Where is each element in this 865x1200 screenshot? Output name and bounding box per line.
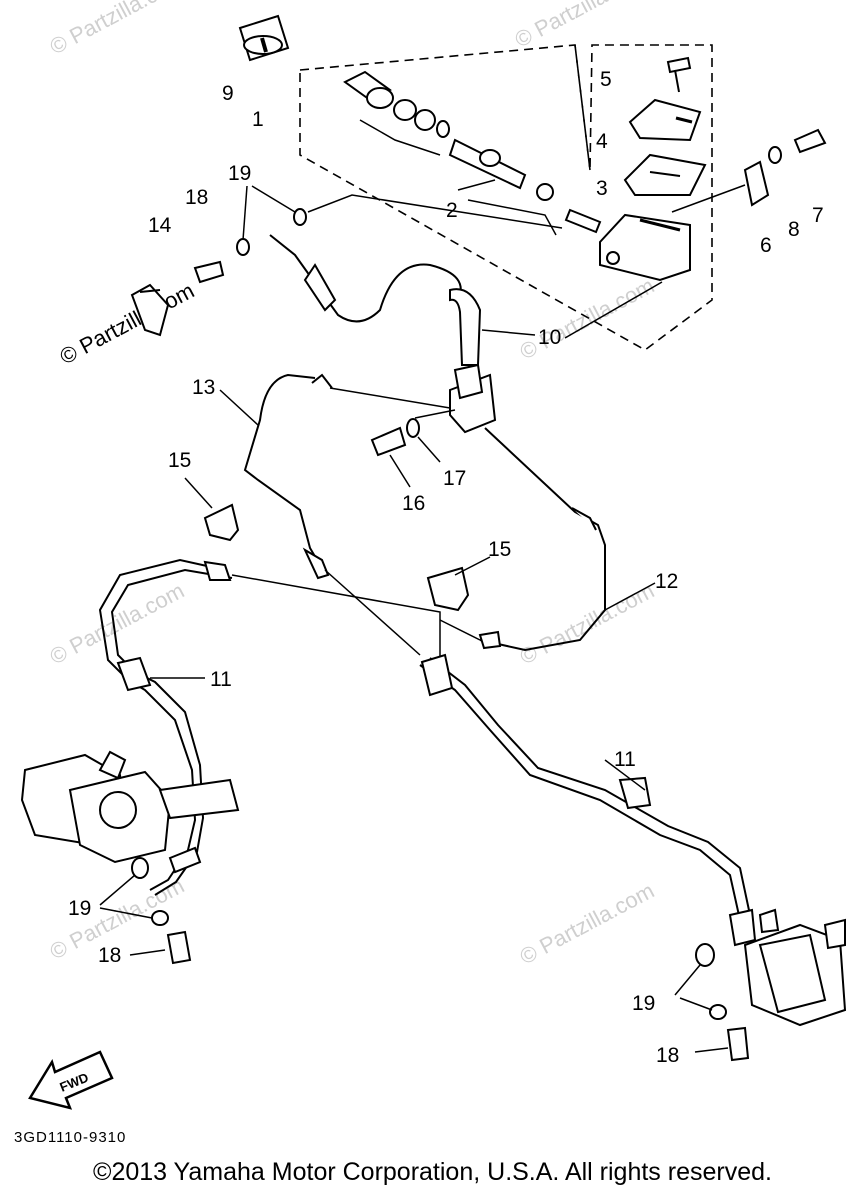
diagram-code: 3GD1110-9310 bbox=[14, 1129, 126, 1146]
part-2-piston-kit bbox=[343, 70, 602, 234]
callout-10: 10 bbox=[538, 326, 561, 349]
part-10-brake-hose bbox=[269, 234, 482, 366]
part-14-fitting bbox=[130, 283, 170, 337]
callout-18-right: 18 bbox=[656, 1044, 679, 1067]
callout-17: 17 bbox=[443, 467, 466, 490]
part-19-washers-upper bbox=[236, 208, 307, 256]
callout-16: 16 bbox=[402, 492, 425, 515]
callout-5: 5 bbox=[600, 68, 612, 91]
callouts: 1 2 3 4 5 6 7 8 9 10 11 11 12 13 14 15 1… bbox=[68, 68, 824, 1067]
part-3-diaphragm bbox=[623, 153, 707, 196]
callout-15-right: 15 bbox=[488, 538, 511, 561]
callout-18-left: 18 bbox=[98, 944, 121, 967]
master-cylinder-body bbox=[599, 213, 691, 282]
brake-caliper-right bbox=[743, 908, 847, 1027]
part-16-bolt bbox=[370, 426, 407, 457]
watermark: © Partzilla.com bbox=[516, 578, 659, 670]
callout-15-left: 15 bbox=[168, 449, 191, 472]
part-8-washer bbox=[768, 146, 782, 164]
callout-3: 3 bbox=[596, 177, 608, 200]
right-lower-leaders bbox=[674, 964, 729, 1053]
part-19-washers-right bbox=[695, 943, 727, 1020]
watermark: © Partzilla.com bbox=[46, 0, 189, 59]
part-4-cover bbox=[628, 98, 702, 142]
callout-12: 12 bbox=[655, 570, 678, 593]
callout-6: 6 bbox=[760, 234, 772, 257]
callout-9: 9 bbox=[222, 82, 234, 105]
parts-16-17-leaders bbox=[389, 409, 456, 488]
part-13-brake-pipe bbox=[243, 373, 333, 580]
callout-19-upper: 19 bbox=[228, 162, 251, 185]
callout-8: 8 bbox=[788, 218, 800, 241]
part-19-washers-left bbox=[131, 857, 169, 926]
part-15-clip-left bbox=[203, 503, 240, 542]
callout-11-left: 11 bbox=[210, 668, 232, 691]
part-6-holder bbox=[743, 160, 770, 207]
callout-14: 14 bbox=[148, 214, 172, 237]
callout-7: 7 bbox=[812, 204, 824, 227]
master-cylinder-assembly-box bbox=[299, 44, 713, 351]
watermark: © Partzilla.com bbox=[511, 0, 654, 52]
copyright-notice: ©2013 Yamaha Motor Corporation, U.S.A. A… bbox=[93, 1158, 772, 1186]
part-12-leader bbox=[604, 582, 656, 611]
parts-6-8-leaders bbox=[671, 184, 746, 213]
brake-caliper-left bbox=[20, 750, 240, 864]
watermark: © Partzilla.com bbox=[46, 578, 189, 670]
part-13-leader bbox=[219, 387, 451, 426]
callout-11-right: 11 bbox=[614, 748, 636, 771]
part-18-bolt-left bbox=[166, 930, 192, 965]
part-19-leaders-upper bbox=[242, 185, 563, 241]
part-17-washer bbox=[406, 418, 420, 438]
part-5-screw bbox=[666, 56, 692, 93]
brake-hose-joint bbox=[449, 363, 497, 434]
part-2-leaders bbox=[359, 119, 557, 236]
part-12-brake-pipe bbox=[478, 427, 606, 652]
part-11-brake-hose-left bbox=[98, 558, 233, 896]
fwd-arrow-icon: FWD bbox=[28, 1050, 114, 1110]
callout-19-right: 19 bbox=[632, 992, 655, 1015]
part-9-cap bbox=[238, 14, 290, 62]
part-18-bolt-right bbox=[726, 1026, 750, 1062]
part-15-clip-right bbox=[426, 566, 470, 612]
part-18-bolt-upper bbox=[193, 260, 225, 284]
callout-4: 4 bbox=[596, 130, 608, 153]
callout-2: 2 bbox=[446, 199, 458, 222]
part-11-leaders bbox=[150, 677, 646, 791]
part-11-brake-hose-right bbox=[419, 653, 757, 947]
part-10-leader bbox=[481, 281, 663, 339]
part-15-leaders bbox=[184, 477, 491, 576]
callout-1: 1 bbox=[252, 108, 264, 131]
callout-13: 13 bbox=[192, 376, 215, 399]
left-lower-leaders bbox=[99, 874, 166, 956]
part-7-bolt bbox=[793, 128, 827, 154]
watermark: © Partzilla.com bbox=[516, 878, 659, 970]
watermark: © Partzilla.com bbox=[516, 273, 659, 365]
callout-19-left: 19 bbox=[68, 897, 91, 920]
watermark-left: © Partzilla.com bbox=[56, 278, 199, 370]
routing-leaders bbox=[231, 569, 481, 660]
callout-18-upper: 18 bbox=[185, 186, 208, 209]
